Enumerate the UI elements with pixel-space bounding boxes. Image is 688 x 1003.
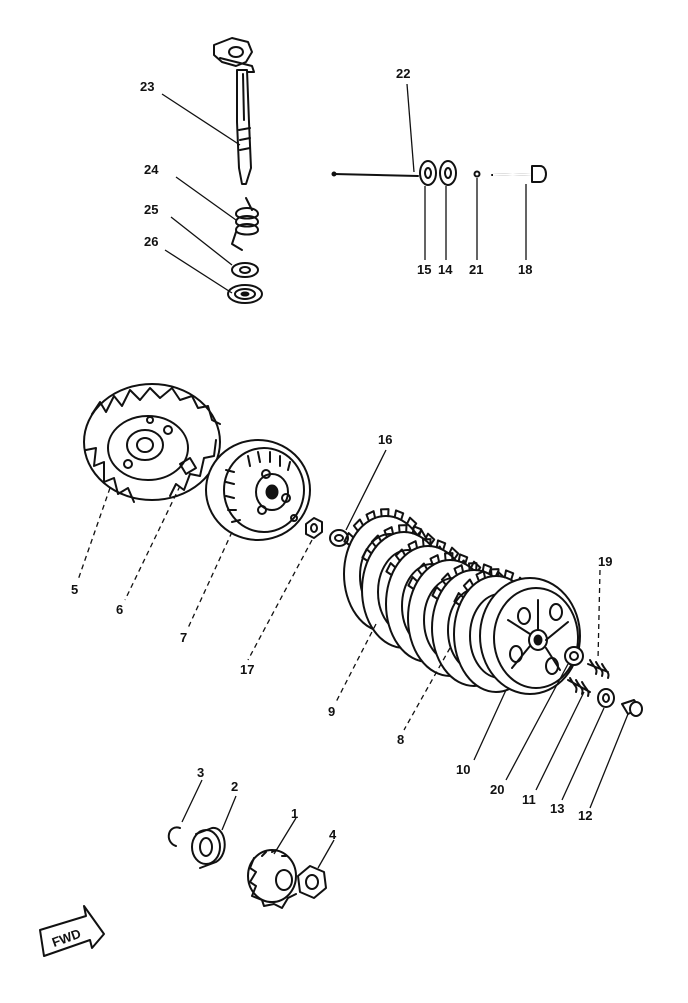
torsion-spring-icon [231,197,259,251]
fwd-label: FWD [50,926,83,950]
callout-5: 5 [71,582,78,597]
callout-4: 4 [329,827,337,842]
callout-1: 1 [291,806,298,821]
pressure-plate-icon [479,577,581,695]
callout-16: 16 [378,432,392,447]
callout-11: 11 [522,792,536,807]
leader-lines [77,83,629,869]
callout-7: 7 [180,630,187,645]
oil-seal-icon [227,284,263,304]
callout-22: 22 [396,66,410,81]
callout-3: 3 [197,765,204,780]
callout-9: 9 [328,704,335,719]
callout-19: 19 [598,554,612,569]
push-lever-icon [213,37,255,185]
spring-19-icon [587,659,610,679]
clutch-housing-icon [83,383,221,503]
fwd-arrow-icon: FWD [39,905,105,957]
callout-12: 12 [578,808,592,823]
friction-plates-icon [343,508,545,693]
push-rod-icon [331,171,419,177]
callout-26: 26 [144,234,158,249]
bearing-20-icon [564,646,584,666]
callout-24: 24 [144,162,159,177]
bushing-2-icon [191,827,226,869]
callout-21: 21 [469,262,483,277]
callout-17: 17 [240,662,254,677]
callout-10: 10 [456,762,470,777]
callout-25: 25 [144,202,158,217]
callout-14: 14 [438,262,453,277]
washer-13-icon [597,688,615,708]
callout-2: 2 [231,779,238,794]
primary-gear-icon [247,849,297,909]
bolt-12-icon [621,699,643,717]
washer-25-icon [231,262,259,278]
callout-18: 18 [518,262,532,277]
callout-labels: 1 2 3 4 5 6 7 8 9 10 11 12 13 14 15 16 1… [71,66,612,842]
callout-23: 23 [140,79,154,94]
washer-14-icon [439,160,457,186]
washer-15-icon [419,160,437,186]
nut-17-icon [305,517,323,539]
push-rod-18-icon [491,165,547,183]
callout-6: 6 [116,602,123,617]
callout-8: 8 [397,732,404,747]
washer-16-icon [329,529,349,547]
callout-13: 13 [550,801,564,816]
ball-21-icon [473,170,481,178]
callout-20: 20 [490,782,504,797]
clutch-boss-icon [205,439,311,541]
callout-15: 15 [417,262,431,277]
spring-11-icon [567,677,591,697]
circlip-3-icon [167,826,181,847]
nut-4-icon [297,865,327,899]
